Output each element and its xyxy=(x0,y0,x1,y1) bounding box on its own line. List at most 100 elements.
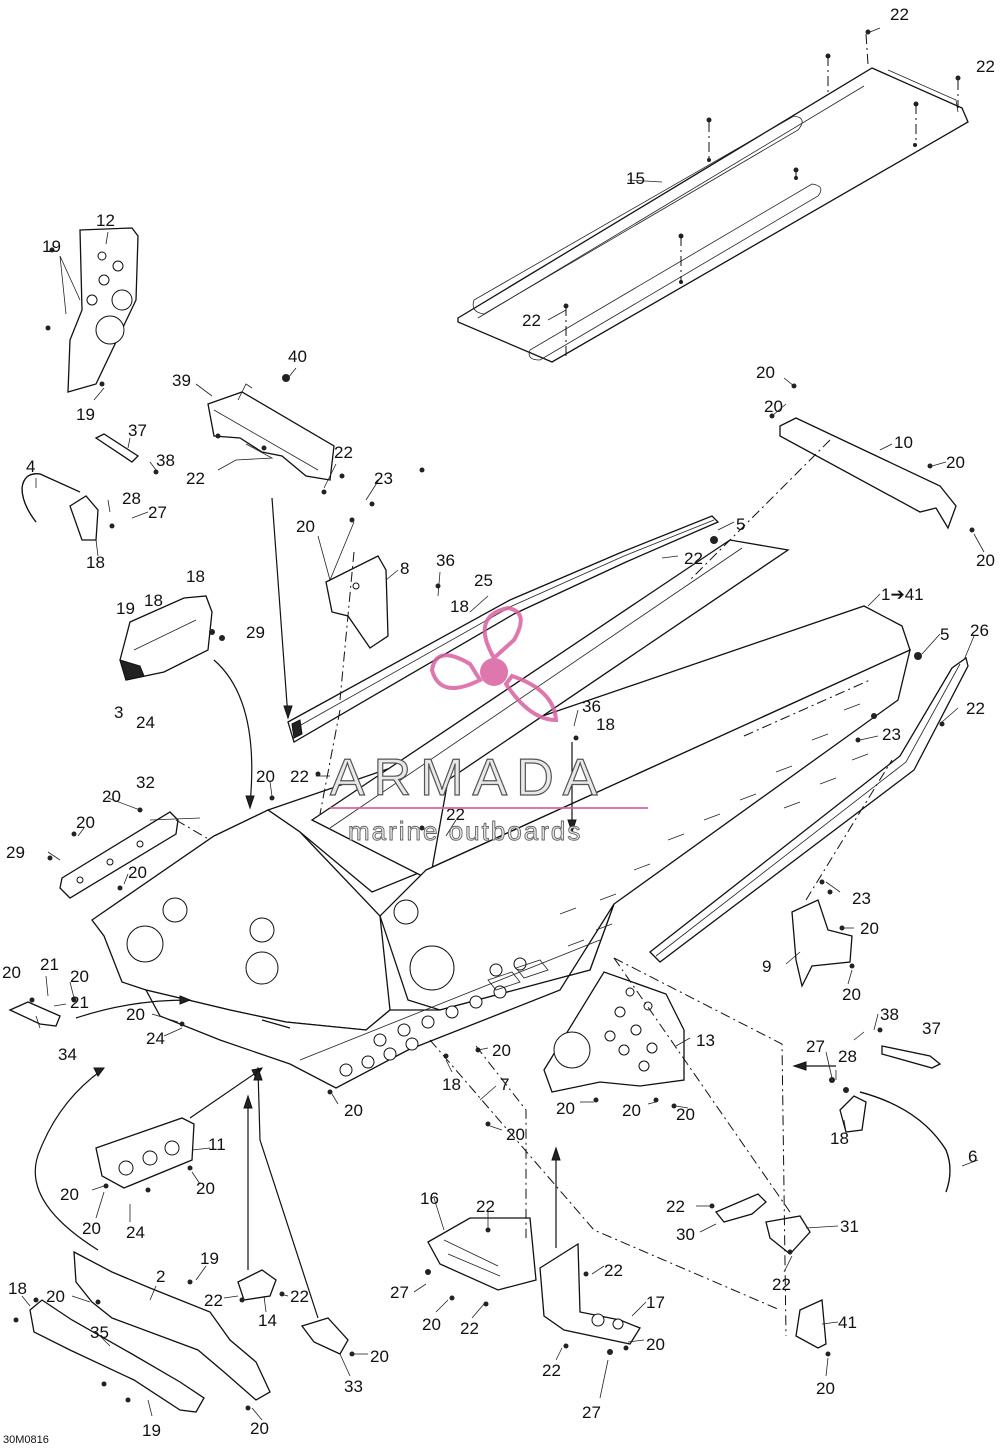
callout-22p: 22 xyxy=(542,1361,561,1380)
tunnel-frame xyxy=(91,539,911,1089)
callout-20l: 20 xyxy=(2,963,21,982)
callout-20j: 20 xyxy=(860,919,879,938)
plate-12 xyxy=(67,227,139,393)
callout-20ab: 20 xyxy=(646,1335,665,1354)
bracket-31 xyxy=(765,1215,811,1255)
clip-14 xyxy=(237,1269,277,1301)
callout-25: 25 xyxy=(474,571,493,590)
leader-lines xyxy=(21,27,985,1421)
callout-22o: 22 xyxy=(604,1261,623,1280)
callout-15: 15 xyxy=(626,169,645,188)
callout-8: 8 xyxy=(400,559,409,578)
callout-18f: 18 xyxy=(442,1075,461,1094)
callout-24a: 24 xyxy=(136,713,155,732)
handle-4 xyxy=(21,433,140,541)
callout-28a: 28 xyxy=(122,489,141,508)
callout-6: 6 xyxy=(968,1147,977,1166)
callout-20b: 20 xyxy=(756,363,775,382)
callout-28b: 28 xyxy=(838,1047,857,1066)
callout-30: 30 xyxy=(676,1225,695,1244)
callout-7: 7 xyxy=(500,1075,509,1094)
bar-10 xyxy=(779,417,957,530)
clip-33 xyxy=(300,1317,349,1355)
callout-14: 14 xyxy=(258,1311,277,1330)
plate-13 xyxy=(543,971,685,1093)
callout-40: 40 xyxy=(288,347,307,366)
callout-20m: 20 xyxy=(70,967,89,986)
callout-32: 32 xyxy=(136,773,155,792)
callout-17: 17 xyxy=(646,1293,665,1312)
callout-19d: 19 xyxy=(200,1249,219,1268)
callout-20h: 20 xyxy=(76,813,95,832)
callout-38b: 38 xyxy=(880,1005,899,1024)
callout-19a: 19 xyxy=(42,237,61,256)
callout-18d: 18 xyxy=(450,597,469,616)
callout-27d: 27 xyxy=(582,1403,601,1422)
callout-20x: 20 xyxy=(46,1287,65,1306)
callout-22l: 22 xyxy=(204,1291,223,1310)
callout-20f: 20 xyxy=(256,767,275,786)
callout-20y: 20 xyxy=(250,1419,269,1438)
callout-9: 9 xyxy=(762,957,771,976)
callout-12: 12 xyxy=(96,211,115,230)
callout-29a: 29 xyxy=(246,623,265,642)
callout-27c: 27 xyxy=(390,1283,409,1302)
callout-37b: 37 xyxy=(922,1019,941,1038)
callout-36b: 36 xyxy=(582,697,601,716)
callout-22a: 22 xyxy=(890,5,909,24)
rail-25 xyxy=(287,515,720,743)
clip-34 xyxy=(8,1001,61,1027)
callout-18a: 18 xyxy=(86,553,105,572)
callout-21a: 21 xyxy=(40,955,59,974)
bracket-8 xyxy=(325,555,389,649)
callout-18b: 18 xyxy=(186,567,205,586)
handle-6 xyxy=(839,1045,951,1193)
watermark-subtitle: marine outboards xyxy=(348,816,583,847)
callout-1: 1➔41 xyxy=(881,585,924,604)
callout-27a: 27 xyxy=(148,503,167,522)
callout-20p: 20 xyxy=(344,1101,363,1120)
callout-20k: 20 xyxy=(842,985,861,1004)
bracket-41 xyxy=(795,1299,827,1349)
callout-22b: 22 xyxy=(976,57,995,76)
callout-21b: 21 xyxy=(70,993,89,1012)
callout-18g: 18 xyxy=(830,1129,849,1148)
rail-26 xyxy=(649,656,969,963)
rail-35 xyxy=(29,1299,205,1413)
callout-20s: 20 xyxy=(622,1101,641,1120)
bracket-9 xyxy=(791,899,853,988)
callout-5: 5 xyxy=(736,515,745,534)
callout-20a: 20 xyxy=(296,517,315,536)
callout-18h: 18 xyxy=(8,1279,27,1298)
plate-11 xyxy=(95,1117,195,1189)
assembly-lines xyxy=(34,33,959,1337)
callout-20i: 20 xyxy=(128,863,147,882)
callout-20q: 20 xyxy=(506,1125,525,1144)
callout-20r: 20 xyxy=(556,1099,575,1118)
callout-20ac: 20 xyxy=(816,1379,835,1398)
callout-4: 4 xyxy=(26,457,35,476)
callout-20c: 20 xyxy=(764,397,783,416)
callout-24b: 24 xyxy=(146,1029,165,1048)
callout-26: 26 xyxy=(970,621,989,640)
callout-19e: 19 xyxy=(142,1421,161,1440)
callout-22c: 22 xyxy=(522,311,541,330)
callout-33: 33 xyxy=(344,1377,363,1396)
callout-41: 41 xyxy=(838,1313,857,1332)
callout-22n: 22 xyxy=(460,1319,479,1338)
fasteners xyxy=(13,29,975,1411)
callout-27b: 27 xyxy=(806,1037,825,1056)
callout-39: 39 xyxy=(172,371,191,390)
bracket-30 xyxy=(714,1193,767,1223)
callout-3: 3 xyxy=(114,703,123,722)
callout-22j: 22 xyxy=(476,1197,495,1216)
callout-22f: 22 xyxy=(684,549,703,568)
callout-22d: 22 xyxy=(186,469,205,488)
callout-36a: 36 xyxy=(436,551,455,570)
callout-24c: 24 xyxy=(126,1223,145,1242)
bracket-17 xyxy=(539,1242,641,1345)
callout-20d: 20 xyxy=(946,453,965,472)
callout-22q: 22 xyxy=(772,1275,791,1294)
